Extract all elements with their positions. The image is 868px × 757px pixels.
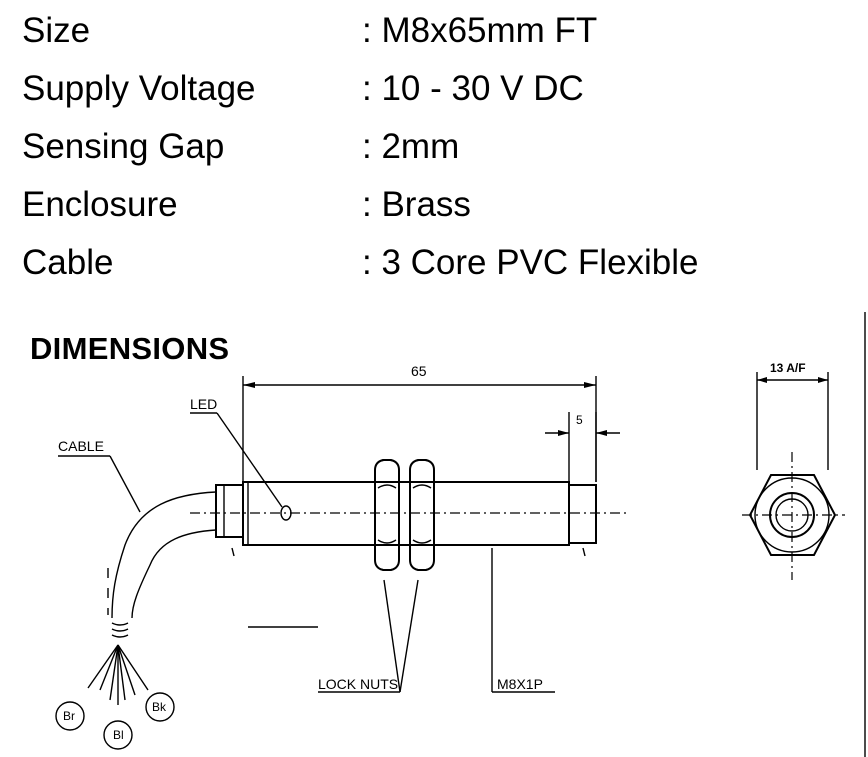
face-length-dimension: 5 — [545, 412, 620, 482]
across-flats-label: 13 A/F — [770, 361, 806, 375]
spec-value: : Brass — [362, 185, 471, 224]
spec-label: Cable — [22, 243, 114, 282]
spec-label: Sensing Gap — [22, 127, 225, 166]
overall-length-dimension: 65 — [242, 363, 597, 482]
thread-callout: M8X1P — [491, 548, 555, 693]
lock-nuts-callout: LOCK NUTS — [318, 579, 419, 693]
cable-label: CABLE — [58, 438, 104, 454]
sensor-body — [215, 481, 597, 557]
led-callout: LED — [190, 396, 283, 508]
end-view: 13 A/F — [742, 361, 845, 580]
dimensions-title: DIMENSIONS — [30, 331, 230, 366]
cable-callout: CABLE — [58, 438, 141, 513]
face-length-label: 5 — [576, 413, 583, 427]
spec-value: : 3 Core PVC Flexible — [362, 243, 699, 282]
spec-value: : 2mm — [362, 127, 460, 166]
wire-black: Bk — [145, 692, 175, 722]
lock-nut-right — [409, 459, 435, 571]
thread-label: M8X1P — [497, 676, 543, 692]
spec-value: : 10 - 30 V DC — [362, 69, 584, 108]
wire-blue-label: Bl — [113, 728, 124, 742]
wire-black-label: Bk — [152, 700, 167, 714]
spec-label: Supply Voltage — [22, 69, 256, 108]
wire-blue: Bl — [103, 720, 133, 750]
spec-value: : M8x65mm FT — [362, 11, 598, 50]
lock-nut-left — [374, 459, 400, 571]
spec-label: Enclosure — [22, 185, 178, 224]
overall-length-label: 65 — [411, 363, 427, 379]
wire-brown-label: Br — [63, 709, 75, 723]
wire-brown: Br — [55, 701, 85, 731]
spec-label: Size — [22, 11, 91, 50]
cable — [87, 491, 318, 705]
led-label: LED — [190, 396, 217, 412]
lock-nuts-label: LOCK NUTS — [318, 676, 398, 692]
